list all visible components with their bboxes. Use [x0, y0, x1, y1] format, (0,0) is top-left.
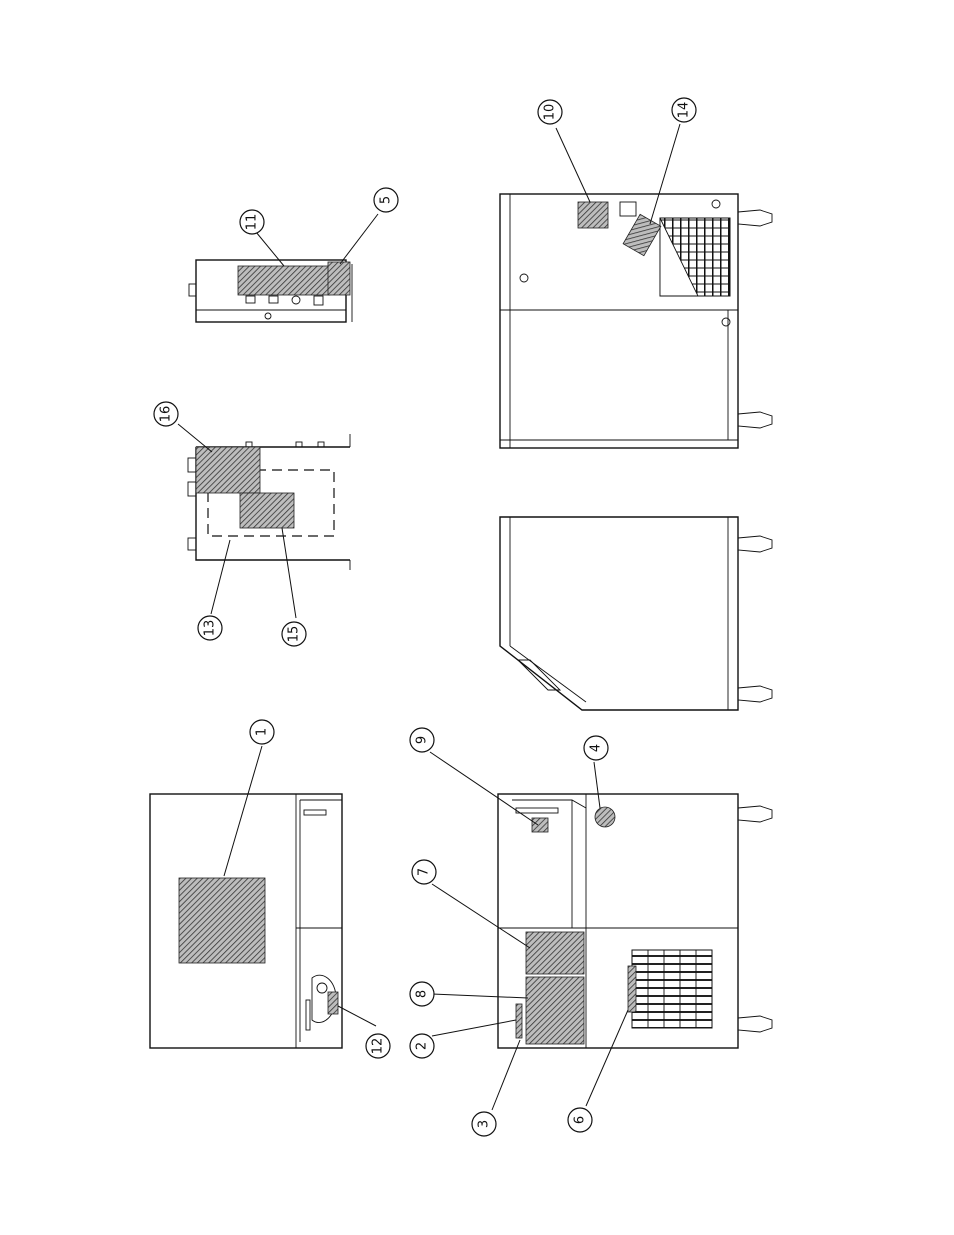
- legs-side-plain: [738, 536, 772, 702]
- callout-4: 4: [584, 736, 608, 760]
- callout-11: 11: [240, 210, 264, 234]
- front-view-main: [498, 794, 772, 1048]
- svg-text:1: 1: [255, 728, 270, 736]
- label-5-area: [328, 262, 350, 295]
- label-1-area: [179, 878, 265, 963]
- label-9-area: [532, 818, 548, 832]
- svg-text:3: 3: [477, 1120, 492, 1128]
- label-15-area: [240, 493, 294, 528]
- callout-10: 10: [538, 100, 562, 124]
- svg-text:10: 10: [543, 104, 558, 121]
- callout-7: 7: [412, 860, 436, 884]
- callout-2: 2: [410, 1034, 434, 1058]
- label-8-area: [526, 977, 584, 1044]
- label-6-area: [628, 966, 636, 1012]
- label-7-area: [526, 932, 584, 974]
- top-view-small: [189, 260, 352, 322]
- label-11-area: [238, 266, 330, 295]
- callout-15: 15: [282, 622, 306, 646]
- svg-text:2: 2: [415, 1042, 430, 1050]
- svg-text:15: 15: [287, 626, 302, 643]
- svg-text:12: 12: [371, 1038, 386, 1055]
- rear-view-small: [188, 434, 350, 570]
- callout-1: 1: [250, 720, 274, 744]
- label-2-area: [516, 1004, 522, 1038]
- callout-16: 16: [154, 402, 178, 426]
- svg-text:7: 7: [417, 868, 432, 876]
- svg-text:14: 14: [677, 102, 692, 119]
- label-4-area: [595, 807, 615, 827]
- side-view-plain: [500, 517, 772, 710]
- label-16-area: [196, 447, 260, 493]
- callout-8: 8: [410, 982, 434, 1006]
- svg-text:11: 11: [245, 214, 260, 231]
- callout-12: 12: [366, 1034, 390, 1058]
- legs-side-right: [738, 210, 772, 428]
- svg-text:16: 16: [159, 406, 174, 423]
- label-10-area: [578, 202, 608, 228]
- svg-text:6: 6: [573, 1116, 588, 1124]
- svg-text:13: 13: [203, 620, 218, 637]
- front-view-small: [150, 794, 342, 1048]
- svg-text:8: 8: [415, 990, 430, 998]
- svg-text:5: 5: [379, 196, 394, 204]
- side-view-right: [500, 194, 772, 448]
- label-12-area: [328, 992, 338, 1014]
- svg-text:4: 4: [589, 744, 604, 752]
- callout-14: 14: [672, 98, 696, 122]
- callout-6: 6: [568, 1108, 592, 1132]
- svg-text:9: 9: [415, 736, 430, 744]
- callout-13: 13: [198, 616, 222, 640]
- callout-9: 9: [410, 728, 434, 752]
- callout-3: 3: [472, 1112, 496, 1136]
- legs-front-main: [738, 806, 772, 1032]
- callout-5: 5: [374, 188, 398, 212]
